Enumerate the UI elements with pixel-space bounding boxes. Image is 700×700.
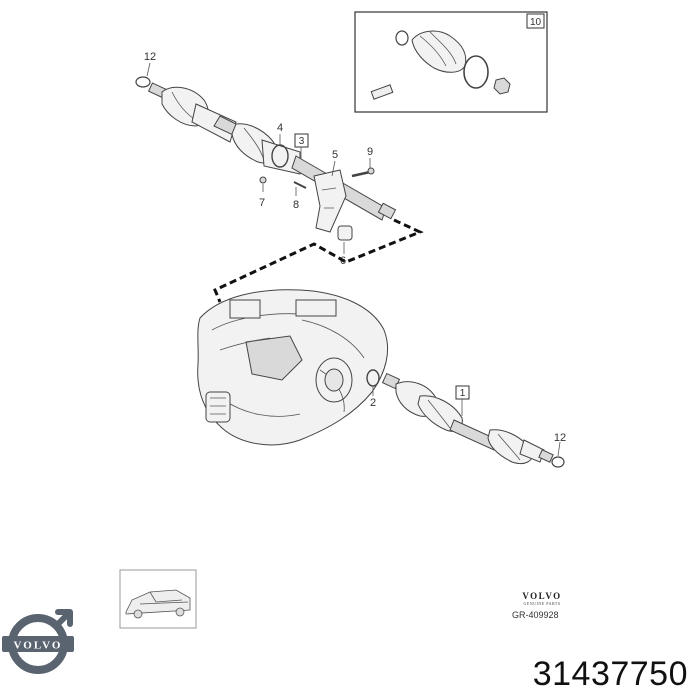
callout-1: 1	[460, 388, 466, 399]
left-driveshaft-assembly: 12 4 3 5 9	[135, 51, 397, 267]
diagram-code: GR-409928	[512, 610, 559, 620]
callout-3: 3	[299, 136, 305, 147]
inset-boot-kit: 10	[354, 11, 548, 113]
callout-7: 7	[259, 197, 265, 209]
brand-name: VOLVO	[522, 591, 562, 601]
logo-text: VOLVO	[14, 640, 63, 652]
callout-10: 10	[530, 17, 542, 28]
callout-12-top: 12	[144, 51, 156, 63]
callout-2: 2	[370, 397, 376, 409]
brand-subtitle: GENUINE PARTS	[523, 601, 561, 606]
brand-mark: VOLVO GENUINE PARTS	[512, 591, 572, 606]
dashed-connection-line	[213, 218, 424, 303]
callout-4: 4	[277, 122, 283, 134]
transmission-housing	[197, 289, 389, 446]
callout-12-bottom: 12	[554, 432, 566, 444]
callout-9: 9	[367, 146, 373, 158]
callout-8: 8	[293, 199, 299, 211]
part-number: 31437750	[532, 655, 688, 693]
callout-5: 5	[332, 149, 338, 161]
right-driveshaft-assembly: 2 1 12	[366, 369, 566, 468]
volvo-iron-mark-icon: VOLVO	[2, 609, 74, 674]
vehicle-thumbnail	[119, 569, 197, 629]
